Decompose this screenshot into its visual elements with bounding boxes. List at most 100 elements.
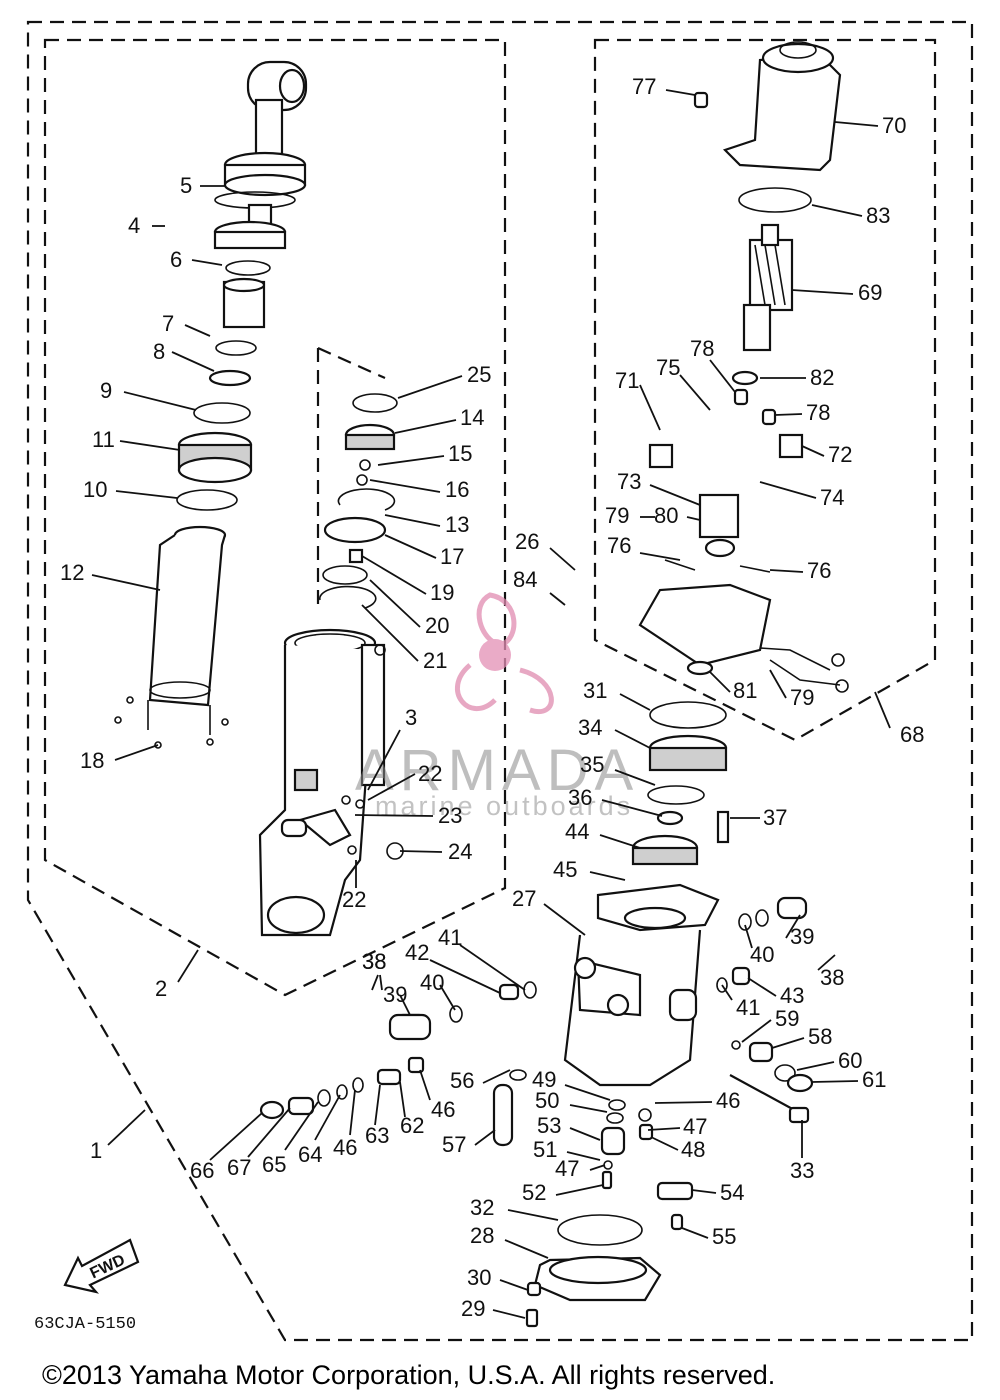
leader-line-25 <box>397 375 463 399</box>
callout-80: 80 <box>654 503 678 528</box>
leader-line-23 <box>354 814 434 817</box>
callout-75: 75 <box>656 355 680 380</box>
leader-line-13 <box>384 514 441 527</box>
leader-line-24 <box>399 850 443 853</box>
callout-71: 71 <box>615 368 639 393</box>
callout-66: 66 <box>190 1158 214 1183</box>
callout-29: 29 <box>461 1296 485 1321</box>
callout-54: 54 <box>720 1180 744 1205</box>
callout-48: 48 <box>681 1137 705 1162</box>
leader-line-27 <box>543 903 586 936</box>
leader-line-60 <box>796 1061 835 1071</box>
sub-assembly-boundary <box>316 346 386 610</box>
callout-68: 68 <box>900 722 924 747</box>
callout-59: 59 <box>775 1006 799 1031</box>
leader-line-78 <box>774 413 803 416</box>
leader-line-61 <box>811 1080 859 1083</box>
callout-63: 63 <box>365 1123 389 1148</box>
leader-line-39 <box>399 994 411 1016</box>
leader-line-19 <box>361 555 427 595</box>
callout-26: 26 <box>515 529 539 554</box>
leader-line-36 <box>601 799 663 817</box>
callout-22: 22 <box>418 761 442 786</box>
callout-25: 25 <box>467 362 491 387</box>
leader-line-68 <box>874 691 891 729</box>
leader-line-38 <box>817 954 836 971</box>
leader-line-16 <box>369 479 441 493</box>
callout-45: 45 <box>553 857 577 882</box>
assembly-2-boundary <box>43 38 507 997</box>
callout-20: 20 <box>425 613 449 638</box>
leader-line-26 <box>549 547 576 571</box>
leader-line-75 <box>679 374 711 411</box>
leader-line-76 <box>769 569 804 573</box>
callout-79: 79 <box>605 503 629 528</box>
leader-line-11 <box>119 440 181 451</box>
leader-line-1 <box>107 1109 146 1146</box>
callout-38: 38 <box>820 965 844 990</box>
leader-line-42 <box>429 959 501 994</box>
callout-42: 42 <box>405 940 429 965</box>
callout-36: 36 <box>568 785 592 810</box>
leader-line-18 <box>114 744 159 761</box>
leader-line-83 <box>811 204 863 217</box>
leader-line-40 <box>439 984 456 1011</box>
callout-33: 33 <box>790 1158 814 1183</box>
callout-3: 3 <box>405 705 417 730</box>
callout-78: 78 <box>806 400 830 425</box>
leader-line-14 <box>394 419 457 434</box>
leader-line-41 <box>721 984 733 1001</box>
callout-84: 84 <box>513 567 537 592</box>
leader-line-84 <box>549 592 566 606</box>
trim-cylinder <box>258 628 404 937</box>
leader-line-9 <box>123 391 197 411</box>
callout-37: 37 <box>763 805 787 830</box>
trim-cylinder-parts <box>319 393 398 609</box>
leader-line-78 <box>709 359 736 393</box>
leader-line-70 <box>834 121 879 127</box>
watermark-title: ARMADA <box>355 738 639 803</box>
callout-60: 60 <box>838 1048 862 1073</box>
callout-56: 56 <box>450 1068 474 1093</box>
callout-32: 32 <box>470 1195 494 1220</box>
copyright-notice: ©2013 Yamaha Motor Corporation, U.S.A. A… <box>42 1360 775 1390</box>
callout-43: 43 <box>780 983 804 1008</box>
callout-74: 74 <box>820 485 844 510</box>
leader-line-10 <box>115 490 178 499</box>
callout-11: 11 <box>92 427 115 452</box>
leader-line-45 <box>589 871 626 881</box>
callout-49: 49 <box>532 1067 556 1092</box>
leader-line-21 <box>361 604 419 662</box>
leader-line-38 <box>371 974 379 991</box>
callout-76: 76 <box>607 533 631 558</box>
callout-9: 9 <box>100 378 112 403</box>
callout-16: 16 <box>445 477 469 502</box>
leader-line-51 <box>566 1151 601 1161</box>
callout-23: 23 <box>438 803 462 828</box>
motor-assembly <box>638 41 849 693</box>
leader-line-20 <box>369 579 421 628</box>
callout-67: 67 <box>227 1155 251 1180</box>
leader-line-62 <box>399 1081 406 1118</box>
leader-line-8 <box>171 351 215 372</box>
callout-14: 14 <box>460 405 484 430</box>
callout-7: 7 <box>162 311 174 336</box>
leader-line-56 <box>482 1069 511 1084</box>
callout-13: 13 <box>445 512 469 537</box>
leader-line-73 <box>649 484 701 506</box>
leader-line-50 <box>569 1104 608 1113</box>
leader-line-72 <box>801 445 825 457</box>
callout-39: 39 <box>790 924 814 949</box>
callout-34: 34 <box>578 715 602 740</box>
callout-61: 61 <box>862 1067 886 1092</box>
leader-line-35 <box>614 769 656 786</box>
callout-28: 28 <box>470 1223 494 1248</box>
leader-line-66 <box>209 1112 263 1161</box>
leader-line-59 <box>741 1019 772 1043</box>
pump-and-reservoir <box>259 701 814 1328</box>
assembly-68-boundary <box>593 38 937 742</box>
callout-47: 47 <box>683 1114 707 1139</box>
leader-line-65 <box>284 1101 319 1151</box>
callout-1: 1 <box>90 1138 102 1163</box>
leader-line-7 <box>184 324 211 337</box>
